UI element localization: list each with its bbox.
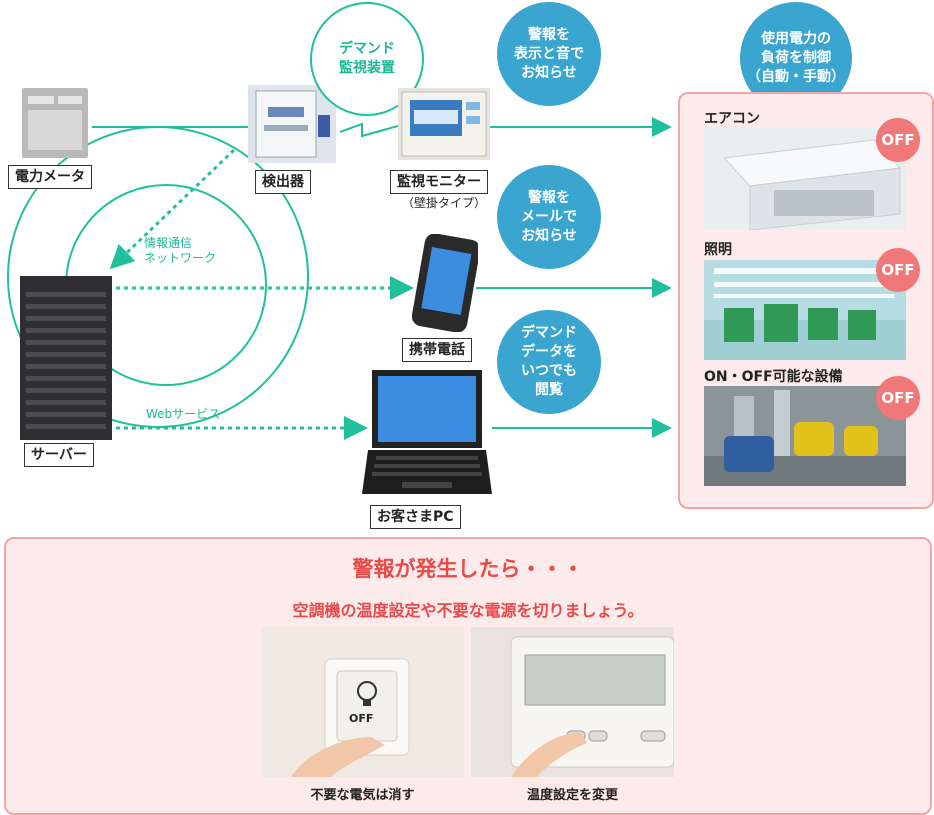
detector-label: 検出器 xyxy=(255,170,311,194)
web-service-label: Webサービス xyxy=(146,407,221,421)
monitor-image xyxy=(398,88,490,160)
server-image xyxy=(20,276,112,440)
equipment-title: ON・OFF可能な設備 xyxy=(704,369,843,385)
equipment-image xyxy=(704,386,906,486)
advice-headline: 警報が発生したら・・・ xyxy=(352,557,584,581)
aircon-image xyxy=(704,128,906,230)
bubble-alarm-mail: 警報を メールで お知らせ xyxy=(497,165,601,269)
aircon-off-badge: OFF xyxy=(876,118,920,162)
equipment-off-badge: OFF xyxy=(876,376,920,420)
aircon-title: エアコン xyxy=(704,111,760,127)
pc-label: お客さまPC xyxy=(370,505,461,529)
bubble-alarm-sound: 警報を 表示と音で お知らせ xyxy=(497,2,601,106)
meter-label: 電力メータ xyxy=(8,165,92,189)
info-network-label: 情報通信 ネットワーク xyxy=(144,236,217,265)
thermostat-caption: 温度設定を変更 xyxy=(526,788,618,803)
monitor-sublabel: （壁掛タイプ） xyxy=(402,196,487,210)
meter-image xyxy=(22,88,88,158)
lighting-image xyxy=(704,260,906,360)
advice-panel: 警報が発生したら・・・ 空調機の温度設定や不要な電源を切りましょう。 OFF 不… xyxy=(4,537,932,815)
detector-image xyxy=(248,85,336,163)
laptop-image xyxy=(362,370,492,494)
lighting-off-badge: OFF xyxy=(876,248,920,292)
server-label: サーバー xyxy=(24,443,94,467)
thermostat-image xyxy=(471,627,674,777)
bubble-demand-view: デマンド データを いつでも 閲覧 xyxy=(497,310,601,414)
light-switch-image xyxy=(261,627,464,777)
monitor-label: 監視モニター xyxy=(390,170,488,194)
switch-caption: 不要な電気は消す xyxy=(310,788,415,803)
phone-image xyxy=(412,234,478,332)
controlled-devices-panel: エアコン OFF 照明 OFF ON・OFF可能な設備 OFF xyxy=(678,92,934,509)
phone-label: 携帯電話 xyxy=(402,338,472,362)
lighting-title: 照明 xyxy=(704,242,732,258)
switch-off-text: OFF xyxy=(349,712,374,725)
advice-subline: 空調機の温度設定や不要な電源を切りましょう。 xyxy=(292,601,644,620)
